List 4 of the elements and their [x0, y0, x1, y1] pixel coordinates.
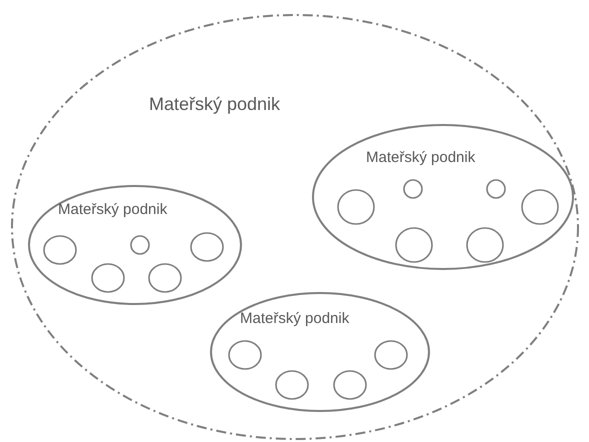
group-label: Mateřský podnik [366, 149, 476, 166]
group-label: Mateřský podnik [149, 94, 280, 115]
group-label: Mateřský podnik [240, 310, 350, 327]
group-label: Mateřský podnik [58, 201, 168, 218]
